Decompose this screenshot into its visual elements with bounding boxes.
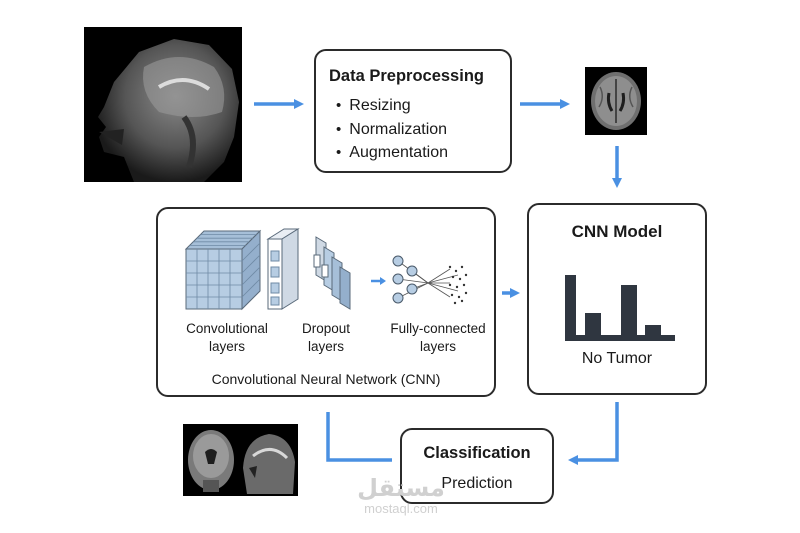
watermark-domain: mostaql.com [364, 501, 438, 516]
classification-title: Classification [423, 444, 531, 462]
mri-pair-image [183, 424, 298, 496]
model-title: CNN Model [571, 222, 663, 241]
mri-axial-image [585, 67, 647, 135]
step-augmentation: Augmentation [336, 141, 448, 165]
cnn-caption: Convolutional Neural Network (CNN) [211, 371, 441, 387]
convolutional-cube [184, 229, 262, 311]
preprocessing-steps: Resizing Normalization Augmentation [336, 94, 448, 165]
mri-sagittal-image [84, 27, 242, 182]
model-result: No Tumor [581, 350, 653, 367]
step-normalization: Normalization [336, 118, 448, 142]
watermark: مستقل mostaql.com [346, 476, 456, 516]
model-bar-icon [565, 275, 675, 341]
watermark-arabic: مستقل [357, 475, 445, 502]
cnn-architecture-graphic [184, 228, 468, 311]
preprocessing-title: Data Preprocessing [329, 67, 484, 85]
pooling-stack [313, 236, 351, 310]
arrow-model-to-classification [568, 402, 619, 465]
dropout-slab [266, 228, 300, 310]
classification-subtitle: Prediction [441, 475, 513, 492]
preprocessing-box: Data Preprocessing Resizing Normalizatio… [314, 49, 512, 173]
classification-box: Classification Prediction [400, 428, 554, 504]
cnn-model-box: CNN Model No Tumor [527, 203, 707, 395]
fully-connected-graphic [392, 255, 468, 305]
line-cnn-to-classification [326, 412, 392, 462]
step-resizing: Resizing [336, 94, 448, 118]
